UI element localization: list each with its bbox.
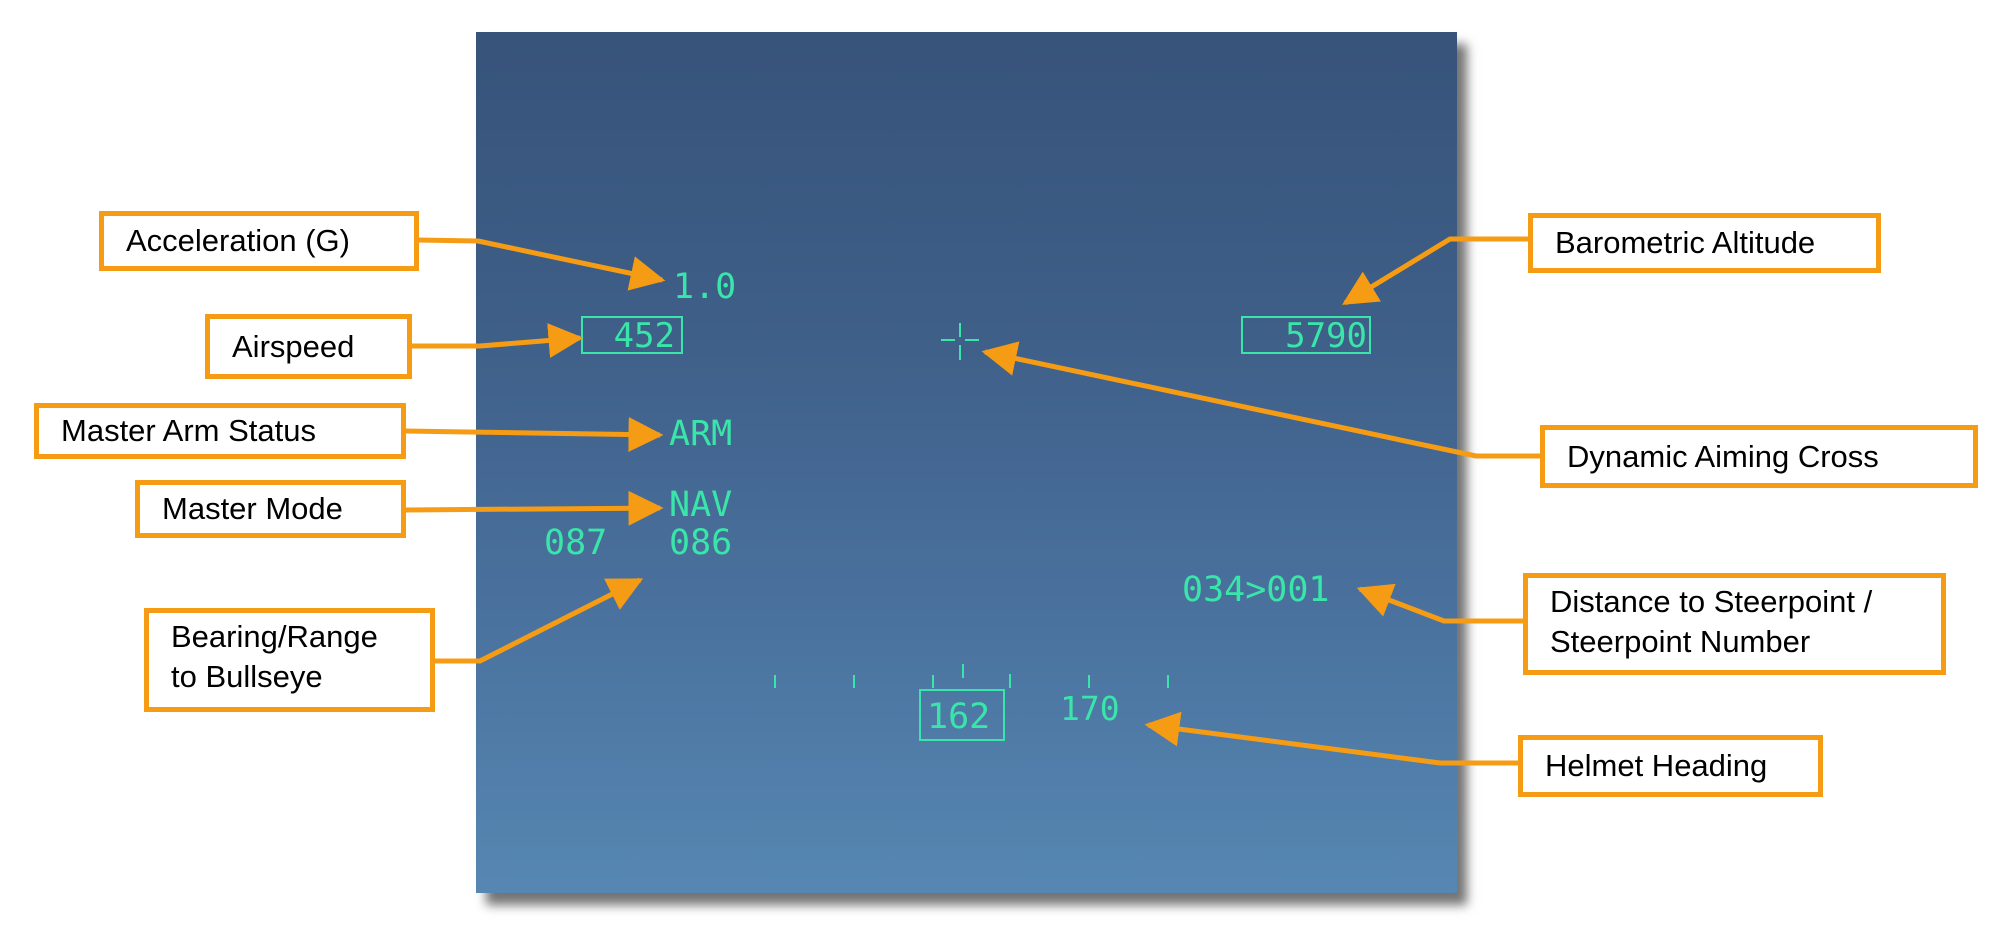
heading-tape [774,664,1169,741]
callout-master-mode: Master Mode [135,480,406,538]
heading-tick-label: 170 [1060,689,1120,728]
bullseye-range-readout: 086 [669,523,733,563]
master-arm-readout: ARM [669,414,733,454]
callout-acceleration: Acceleration (G) [99,211,419,271]
airspeed-readout: 452 [613,316,675,356]
master-mode-readout: NAV [669,485,733,525]
altitude-readout: 5790 [1285,316,1367,356]
callout-steerpoint-line1: Distance to Steerpoint / [1550,584,1873,619]
callout-bullseye: Bearing/Range to Bullseye [144,608,435,712]
callout-aiming-cross: Dynamic Aiming Cross [1540,425,1978,488]
altitude-box: 5790 [1241,316,1371,354]
steerpoint-readout: 034>001 [1182,570,1330,610]
callout-bullseye-line1: Bearing/Range [171,619,378,654]
callout-bullseye-line2: to Bullseye [171,659,323,694]
bullseye-bearing-readout: 087 [544,523,608,563]
aiming-cross-icon [941,323,979,360]
airspeed-box: 452 [581,316,683,354]
hud-view: 1.0 452 5790 ARM NAV 087 086 034>001 162… [476,32,1457,893]
callout-airspeed: Airspeed [205,314,412,379]
callout-altitude: Barometric Altitude [1528,213,1881,273]
heading-current-readout: 162 [927,697,991,737]
g-load-readout: 1.0 [673,267,737,307]
heading-box [919,689,1005,741]
callout-steerpoint-line2: Steerpoint Number [1550,624,1811,659]
callout-steerpoint: Distance to Steerpoint / Steerpoint Numb… [1523,573,1946,675]
callout-heading: Helmet Heading [1518,735,1823,797]
callout-master-arm: Master Arm Status [34,403,406,459]
